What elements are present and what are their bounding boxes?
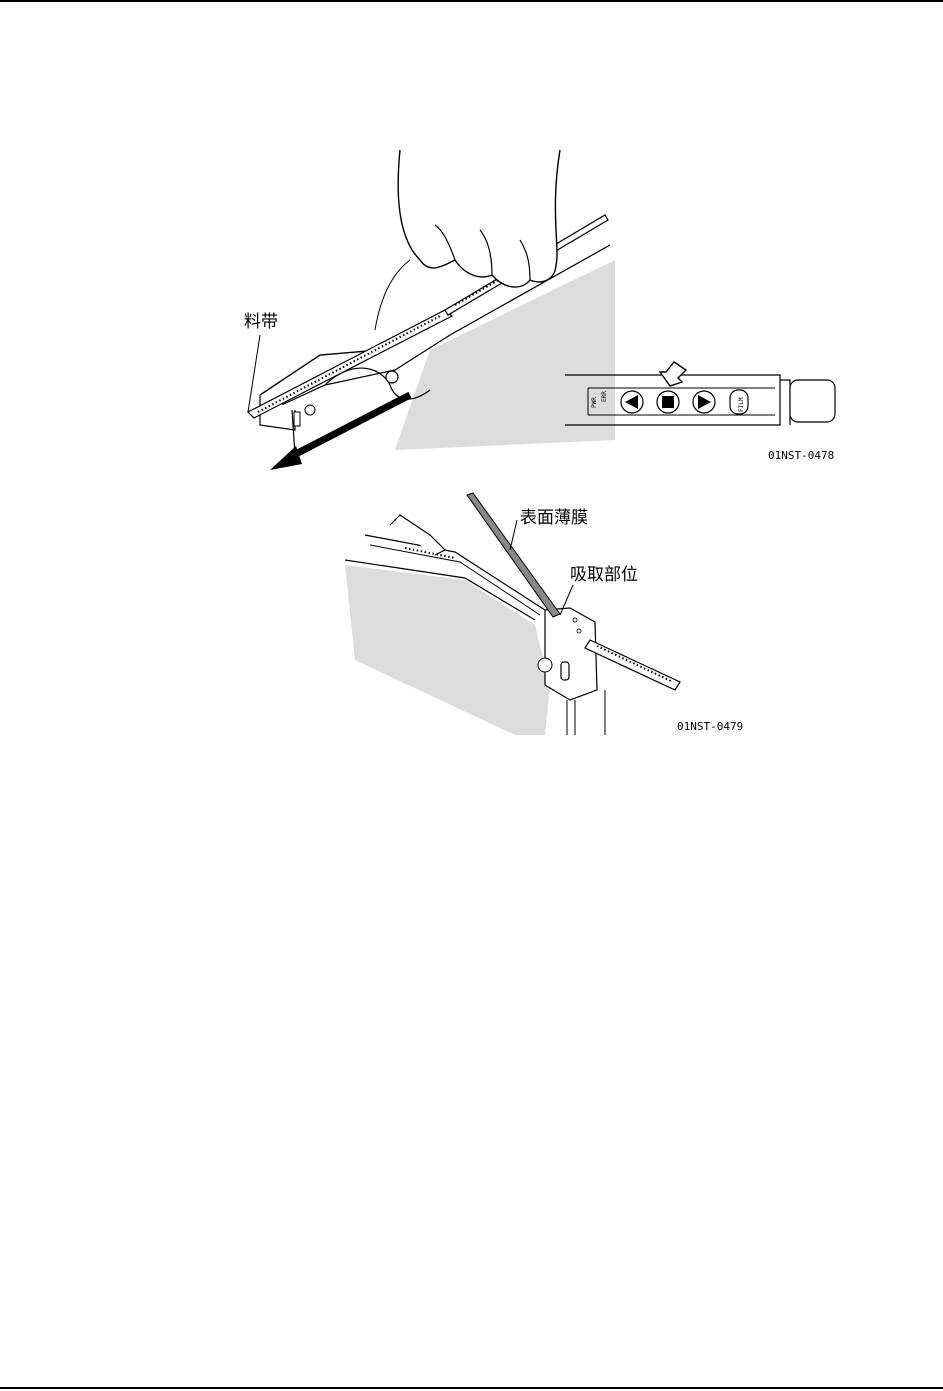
- pull-direction-arrow: [288, 395, 410, 458]
- figure-1-illustration: PWR ERR FILM: [230, 140, 850, 485]
- handle-tab: [390, 515, 445, 555]
- panel-label-film: FILM: [738, 397, 745, 412]
- panel-label-pwr: PWR: [591, 397, 598, 408]
- figure-2-illustration: [335, 490, 695, 740]
- tape-leader-line: [248, 335, 260, 412]
- feeder-surface: [395, 260, 615, 450]
- panel-label-err: ERR: [601, 391, 608, 402]
- press-arrow-icon: [660, 362, 686, 386]
- screw-hole: [386, 371, 398, 383]
- outgoing-tape: [585, 640, 680, 690]
- feeder-side: [345, 565, 550, 735]
- label-tape: 料带: [244, 312, 278, 332]
- feeder-front-block: [545, 608, 597, 700]
- label-cover-film: 表面薄膜: [520, 508, 588, 528]
- footer-rule: [0, 1387, 943, 1389]
- film-leader-line: [510, 520, 517, 550]
- panel-handle: [790, 380, 835, 422]
- figure-1-code: 01NST-0478: [768, 450, 834, 462]
- figure-2-code: 01NST-0479: [677, 721, 743, 733]
- header-rule: [0, 0, 943, 2]
- label-pickup-position: 吸取部位: [570, 565, 638, 585]
- hand-icon: [398, 150, 560, 287]
